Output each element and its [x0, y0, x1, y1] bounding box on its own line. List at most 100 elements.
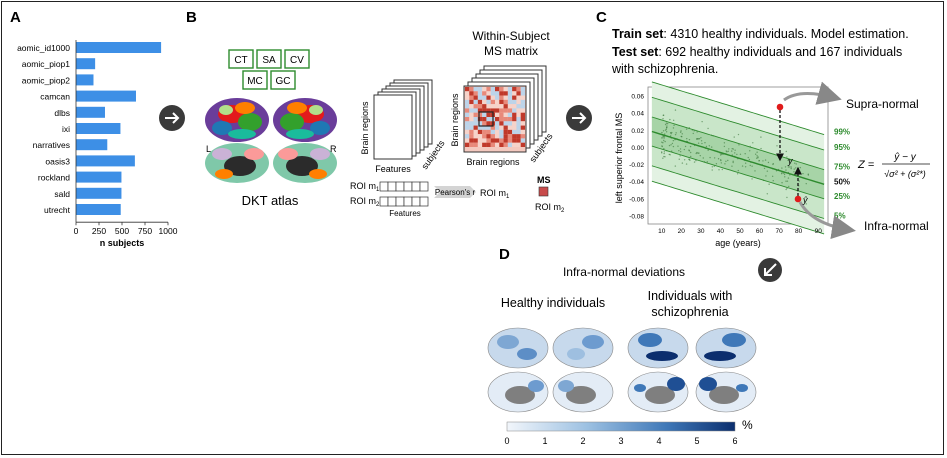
- scatter-point: [786, 187, 788, 190]
- x-tick-label: 750: [138, 226, 152, 236]
- scatter-point: [696, 131, 698, 133]
- scatter-point: [805, 182, 807, 185]
- feature-matrix-stack: [373, 79, 433, 160]
- heatmap-cell: [477, 125, 483, 130]
- normative-x-tick: 10: [658, 228, 666, 235]
- heatmap-cell: [503, 125, 508, 130]
- roi-out-2-label: ROI m: [535, 202, 561, 212]
- percentile-line: [651, 116, 825, 171]
- heatmap-cell: [482, 99, 487, 105]
- heatmap-cell: [512, 117, 517, 122]
- stack-y-label: Brain regions: [360, 101, 370, 155]
- scatter-point: [681, 136, 683, 138]
- percentile-line: [651, 145, 825, 200]
- heatmap-cell: [516, 134, 521, 139]
- scatter-point: [666, 122, 669, 125]
- scatter-point: [751, 165, 753, 167]
- scatter-point: [736, 173, 739, 175]
- scatter-point: [723, 142, 726, 144]
- scatter-point: [786, 196, 788, 199]
- ms-heatmap: [465, 87, 525, 147]
- heatmap-cell: [499, 129, 504, 135]
- heatmap-cell: [507, 142, 513, 147]
- heatmap-cell: [495, 112, 500, 117]
- scatter-point: [670, 144, 672, 146]
- scatter-point: [727, 159, 729, 162]
- heatmap-cell: [520, 142, 525, 147]
- heatmap-cell: [486, 125, 491, 130]
- scatter-point: [756, 155, 758, 157]
- heatmap-cell: [516, 121, 521, 126]
- heatmap-cell: [520, 99, 525, 105]
- heatmap-cell: [469, 117, 474, 122]
- scatter-point: [708, 145, 710, 147]
- percentile-line: [651, 165, 825, 219]
- heatmap-cell: [490, 104, 495, 109]
- scatter-point: [725, 160, 727, 163]
- scatter-point: [785, 180, 787, 182]
- roi-cell: [411, 181, 421, 192]
- heatmap-cell: [490, 91, 495, 96]
- scatter-point: [765, 175, 767, 177]
- scatter-point: [678, 158, 680, 160]
- heatmap-cell: [490, 134, 495, 139]
- heatmap-cell: [520, 134, 525, 139]
- roi-cell: [387, 196, 397, 207]
- heatmap-cell: [465, 117, 470, 122]
- supra-arrow: [783, 81, 842, 105]
- scatter-point: [711, 166, 714, 168]
- scatter-point: [744, 153, 746, 155]
- scatter-point: [790, 167, 792, 170]
- heatmap-cell: [520, 125, 525, 130]
- heatmap-cell: [477, 95, 483, 100]
- scatter-point: [697, 142, 700, 144]
- scatter-point: [698, 138, 701, 140]
- heatmap-cell: [465, 121, 470, 126]
- percentile-line: [651, 96, 825, 151]
- heatmap-cell: [486, 87, 491, 92]
- scatter-point: [664, 156, 666, 158]
- scatter-point: [662, 130, 665, 132]
- heatmap-cell: [507, 125, 513, 130]
- scatter-point: [772, 179, 774, 182]
- bar-category-label: utrecht: [44, 205, 71, 215]
- heatmap-cell: [503, 87, 508, 92]
- scatter-point: [679, 150, 682, 153]
- panel-d-title: Infra-normal deviations: [563, 265, 685, 279]
- scatter-point: [663, 137, 666, 139]
- normative-y-tick: -0.06: [629, 196, 644, 203]
- scatter-point: [679, 155, 681, 157]
- scatter-point: [741, 165, 744, 167]
- scatter-point: [805, 203, 807, 205]
- scatter-point: [689, 151, 692, 154]
- scatter-point: [672, 139, 675, 142]
- bar: [76, 187, 122, 199]
- formula-denominator: √σ² + (σ²*): [884, 169, 926, 179]
- percentile-label: 50%: [834, 177, 850, 186]
- heatmap-cell: [490, 142, 495, 147]
- normative-x-tick: 20: [678, 228, 686, 235]
- scatter-point: [784, 176, 786, 178]
- healthy-label: Healthy individuals: [501, 296, 605, 310]
- scatter-point: [730, 150, 733, 152]
- scatter-point: [681, 133, 683, 135]
- heatmap-cell: [465, 129, 470, 135]
- heatmap-cell: [469, 95, 474, 100]
- roi-2-sub: 2: [376, 202, 380, 208]
- heatmap-cell: [512, 108, 517, 113]
- scatter-point: [715, 162, 718, 165]
- scatter-point: [789, 166, 791, 168]
- heatmap-cell: [503, 99, 508, 105]
- bar: [76, 123, 121, 134]
- scatter-point: [671, 142, 674, 145]
- scatter-point: [664, 133, 666, 135]
- scatter-point: [784, 166, 787, 168]
- svg-text:ROI m2: ROI m2: [350, 196, 380, 208]
- y-hat-label-top: y: [787, 156, 793, 166]
- heatmap-cell: [473, 134, 478, 139]
- ms-matrix-stack: [463, 65, 547, 153]
- scatter-point: [781, 182, 783, 184]
- heatmap-cell: [520, 121, 525, 126]
- bar: [76, 155, 135, 167]
